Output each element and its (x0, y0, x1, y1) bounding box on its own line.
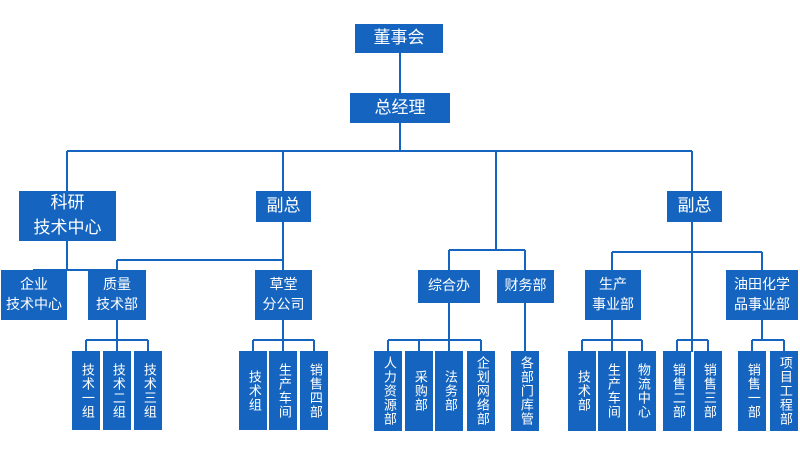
node-production-workshop: 生产车间 (598, 351, 626, 431)
node-oilfield-chem-division: 油田化学 品事业部 (726, 270, 798, 320)
node-sales-dept-1: 销售一部 (738, 351, 766, 431)
node-sales-dept-4: 销售四部 (300, 351, 328, 430)
node-tech-group-3: 技术三组 (134, 351, 162, 430)
node-vp-left: 副总 (256, 191, 311, 222)
node-production-tech-dept: 技术部 (568, 351, 596, 431)
node-legal-dept: 法务部 (435, 351, 463, 431)
node-general-office: 综合办 (418, 270, 480, 303)
node-board: 董事会 (355, 24, 443, 53)
node-planning-network-dept: 企划网络部 (467, 351, 495, 431)
node-tech-group-1: 技术一组 (72, 351, 100, 430)
node-caotang-branch: 草堂 分公司 (255, 270, 312, 320)
node-purchasing-dept: 采购部 (405, 351, 433, 431)
node-enterprise-tech-center: 企业 技术中心 (1, 270, 67, 320)
node-warehouse-keepers: 各部门库管 (511, 351, 539, 431)
node-ceo: 总经理 (350, 93, 450, 123)
node-tech-group-2: 技术二组 (103, 351, 131, 430)
node-finance-dept: 财务部 (497, 270, 554, 303)
node-rd-center: 科研 技术中心 (19, 191, 116, 241)
node-caotang-workshop: 生产车间 (269, 351, 297, 430)
node-vp-right: 副总 (667, 191, 722, 222)
node-quality-tech-dept: 质量 技术部 (88, 270, 146, 320)
node-sales-dept-3: 销售三部 (694, 351, 722, 431)
node-caotang-tech-group: 技术组 (239, 351, 267, 430)
node-sales-dept-2: 销售二部 (663, 351, 691, 431)
node-project-engineering-dept: 项目工程部 (770, 351, 798, 431)
node-logistics-center: 物流中心 (628, 351, 656, 431)
node-production-division: 生产 事业部 (585, 270, 641, 320)
node-hr-dept: 人力资源部 (374, 351, 402, 431)
